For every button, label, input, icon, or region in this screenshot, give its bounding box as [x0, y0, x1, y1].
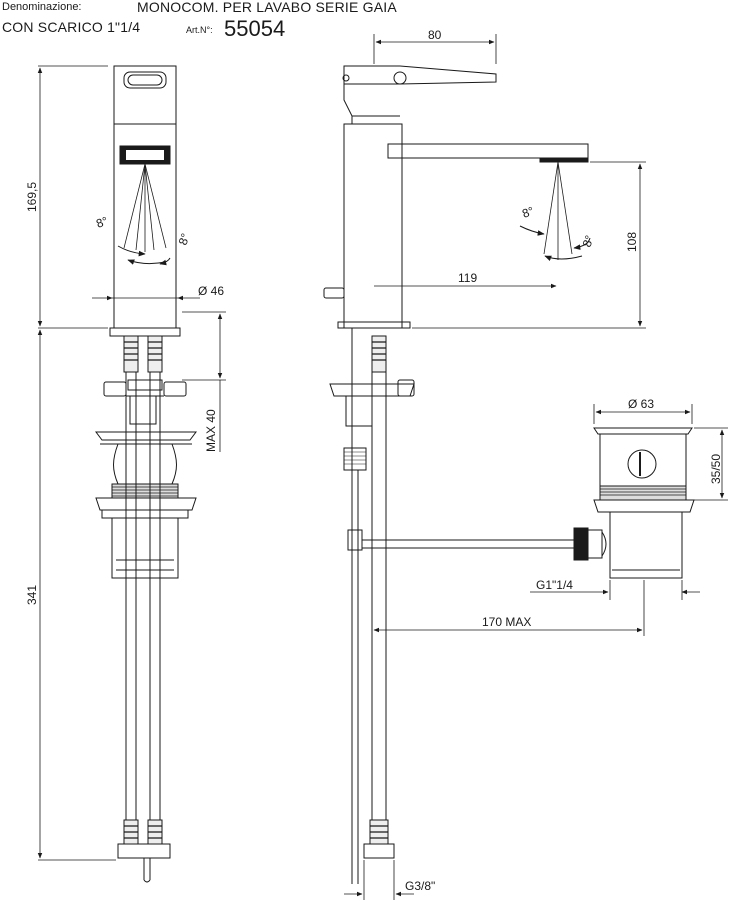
- dim-angle-side-left: 8°: [520, 204, 536, 221]
- dim-total-height-lower: 341: [25, 585, 39, 605]
- denominazione-label: Denominazione:: [2, 1, 82, 13]
- dim-lever-length: 80: [428, 28, 442, 42]
- dim-spout-reach: 119: [458, 271, 477, 285]
- article-number-label: Art.N°:: [186, 25, 213, 35]
- dim-angle-side-right: 8°: [580, 233, 597, 249]
- dim-total-height-upper: 169,5: [25, 182, 39, 212]
- dim-drain-thread: G1"1/4: [536, 578, 573, 592]
- dim-spout-height: 108: [625, 232, 639, 252]
- dim-drain-diameter: Ø 63: [628, 397, 654, 411]
- dim-angle-front-left: 8°: [94, 214, 110, 231]
- dim-drain-distance: 170 MAX: [482, 615, 531, 629]
- article-number: 55054: [224, 16, 286, 41]
- dim-hose-thread: G3/8": [405, 879, 435, 893]
- front-view: [95, 65, 197, 883]
- dimension-lines: [37, 34, 728, 900]
- dim-angle-front-right: 8°: [176, 231, 193, 247]
- dim-diameter-body: Ø 46: [198, 284, 224, 298]
- dim-drain-height: 35/50: [709, 454, 723, 484]
- drain-assembly: [573, 427, 695, 579]
- dim-max-thickness: MAX 40: [204, 409, 218, 452]
- side-view: [323, 65, 591, 884]
- product-title-line1: MONOCOM. PER LAVABO SERIE GAIA: [137, 0, 397, 15]
- product-title-line2: CON SCARICO 1"1/4: [2, 19, 141, 35]
